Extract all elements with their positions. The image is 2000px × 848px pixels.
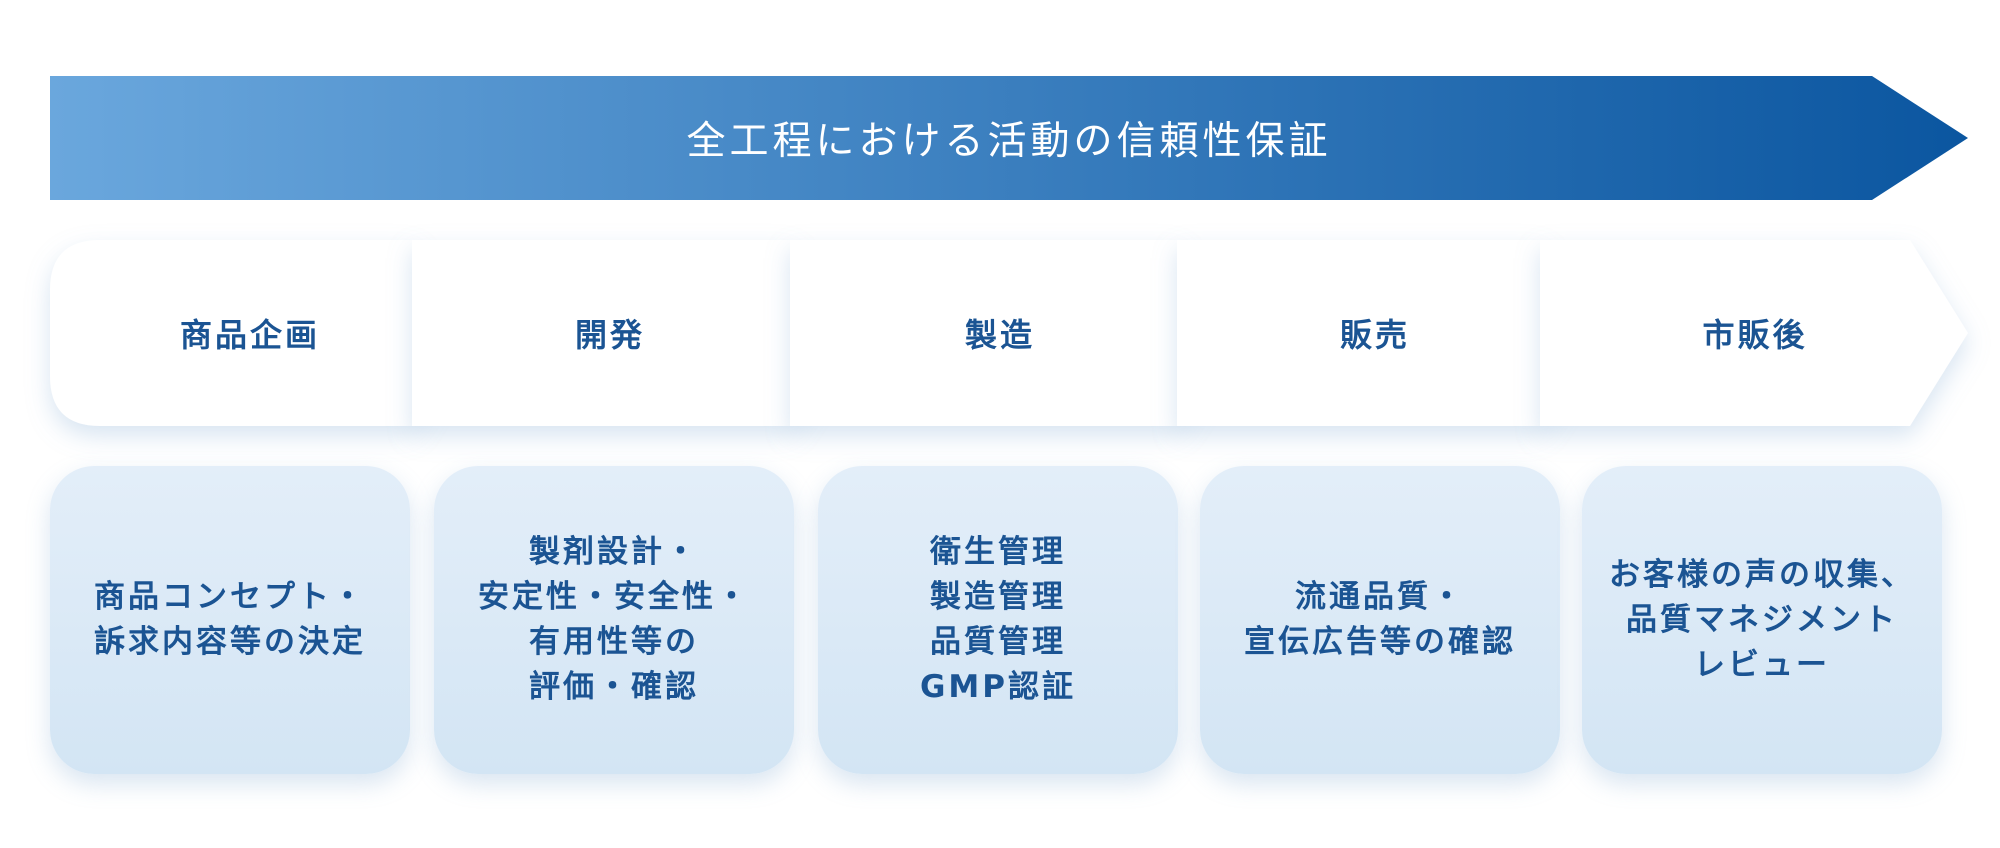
card-line: 有用性等の [529, 624, 699, 660]
step-chevron-development [412, 240, 850, 426]
activity-card-post-market: お客様の声の収集、 品質マネジメント レビュー [1582, 466, 1942, 774]
card-line: 製剤設計・ [529, 534, 699, 570]
banner-title: 全工程における活動の信頼性保証 [686, 119, 1332, 164]
card-line: 製造管理 [930, 579, 1066, 615]
card-line: 流通品質・ [1295, 579, 1465, 615]
activity-card-planning: 商品コンセプト・ 訴求内容等の決定 [50, 466, 410, 774]
activity-card-manufacturing: 衛生管理 製造管理 品質管理 GMP認証 [818, 466, 1178, 774]
card-line: 品質管理 [930, 624, 1066, 660]
activity-card-development: 製剤設計・ 安定性・安全性・ 有用性等の 評価・確認 [434, 466, 794, 774]
step-label-post-market: 市販後 [1702, 316, 1808, 354]
step-label-sales: 販売 [1339, 316, 1410, 354]
step-chevron-post-market [1540, 240, 1968, 426]
card-line: 品質マネジメント [1626, 601, 1898, 638]
card-line: 商品コンセプト・ [94, 579, 366, 615]
card-line: 安定性・安全性・ [478, 579, 750, 615]
card-line: レビュー [1694, 646, 1830, 683]
card-line: GMP認証 [919, 669, 1076, 705]
card-line: 宣伝広告等の確認 [1244, 624, 1516, 660]
process-steps [50, 240, 1968, 426]
step-label-manufacturing: 製造 [964, 316, 1035, 354]
step-label-development: 開発 [574, 316, 645, 354]
step-label-planning: 商品企画 [179, 316, 320, 354]
step-chevron-manufacturing [790, 240, 1237, 426]
activity-card-sales: 流通品質・ 宣伝広告等の確認 [1200, 466, 1560, 774]
card-line: 衛生管理 [930, 534, 1066, 570]
step-chevron-planning [50, 240, 468, 426]
card-line: 評価・確認 [529, 669, 699, 705]
card-line: 訴求内容等の決定 [94, 624, 366, 660]
step-chevron-sales [1177, 240, 1600, 426]
card-line: お客様の声の収集、 [1609, 556, 1915, 593]
banner-arrow [50, 76, 1968, 200]
